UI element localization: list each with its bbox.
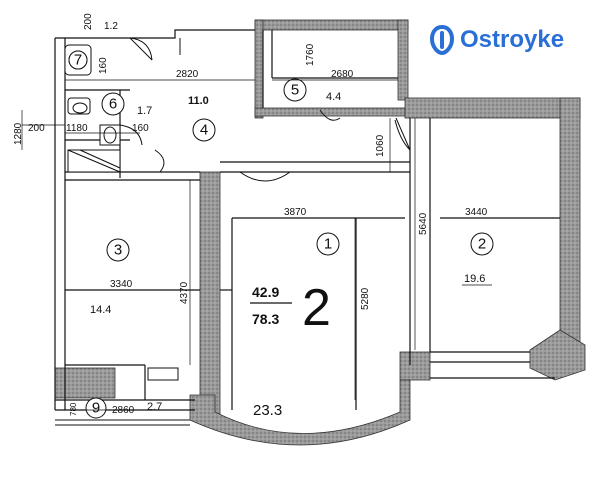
brand-logo: Ostroyke (430, 22, 564, 58)
room-3-area: 14.4 (90, 304, 111, 316)
room-9-number: 9 (92, 400, 100, 417)
dim-780: 780 (69, 402, 78, 416)
room-4-marker (192, 118, 216, 142)
dim-1060: 1060 (375, 134, 386, 157)
room-markers: 1 2 3 4 5 6 7 9 (68, 50, 494, 419)
doors (119, 37, 411, 182)
dim-5640: 5640 (418, 212, 429, 235)
dim-5280: 5280 (360, 287, 371, 310)
apartment-summary: 42.9 78.3 2 (250, 279, 331, 337)
total-area: 78.3 (252, 311, 279, 327)
room-1-marker (316, 232, 340, 256)
room-4-number: 4 (200, 122, 208, 139)
room-1-area: 23.3 (253, 402, 282, 419)
room-1-number: 1 (324, 236, 332, 253)
room-5-marker (283, 78, 307, 102)
rooms-count: 2 (302, 279, 331, 337)
dim-2860: 2860 (112, 405, 135, 416)
ostroyke-logo-icon (430, 25, 454, 55)
dimension-labels: 200 1.2 160 2820 1760 2680 1280 200 1180… (13, 13, 488, 416)
dim-3340: 3340 (110, 279, 133, 290)
room-2-marker (470, 232, 494, 256)
room-2-number: 2 (478, 236, 486, 253)
dim-4370: 4370 (179, 281, 190, 304)
room-6-area: 1.7 (137, 105, 152, 117)
room-5-number: 5 (291, 82, 299, 99)
partition-walls (54, 29, 560, 411)
dim-160-a: 160 (98, 57, 109, 74)
room-6-number: 6 (109, 96, 117, 113)
room-5-area: 4.4 (326, 91, 341, 103)
room-3-marker (106, 238, 130, 262)
dim-1-2: 1.2 (104, 21, 118, 32)
room-7-number: 7 (74, 52, 82, 69)
brand-name: Ostroyke (460, 26, 565, 53)
dim-1280: 1280 (13, 122, 24, 145)
dim-3870: 3870 (284, 207, 307, 218)
windows (55, 367, 190, 426)
room-7-marker (68, 50, 88, 70)
dim-3440: 3440 (465, 207, 488, 218)
dim-1180: 1180 (66, 123, 88, 134)
bathroom-fixtures (64, 44, 121, 173)
dim-1760: 1760 (305, 43, 316, 66)
dim-160-b: 160 (132, 123, 149, 134)
structural-walls (54, 19, 586, 446)
room-areas: 23.3 19.6 14.4 11.0 4.4 1.7 2.7 (90, 91, 492, 419)
room-9-area: 2.7 (147, 401, 162, 413)
dim-200-left: 200 (28, 123, 45, 134)
dim-2680: 2680 (331, 69, 354, 80)
dim-200-top: 200 (83, 13, 94, 30)
dim-2820: 2820 (176, 69, 199, 80)
room-4-area: 11.0 (188, 95, 209, 107)
room-2-area: 19.6 (464, 273, 485, 285)
room-6-marker (101, 92, 125, 116)
room-3-number: 3 (114, 242, 122, 259)
living-area: 42.9 (252, 284, 279, 300)
room-9-marker (85, 397, 107, 419)
dimension-lines (21, 79, 416, 411)
